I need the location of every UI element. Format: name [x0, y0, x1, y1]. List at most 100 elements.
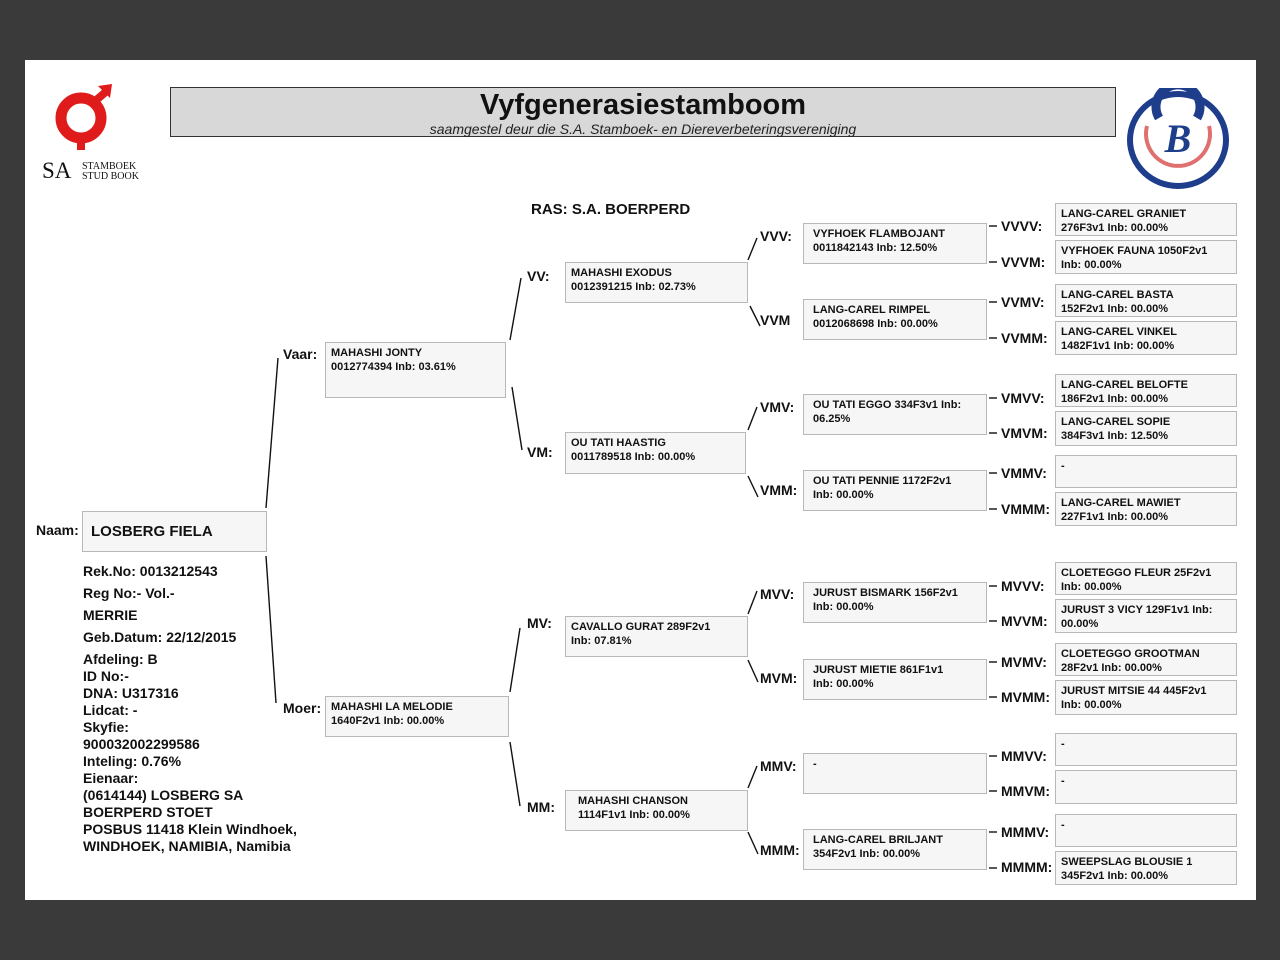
ancestor-box-vmvv: LANG-CAREL BELOFTE 186F2v1 Inb: 00.00%: [1055, 374, 1237, 407]
sex: MERRIE: [83, 607, 138, 623]
ancestor-box-vm: OU TATI HAASTIG 0011789518 Inb: 00.00%: [565, 432, 746, 474]
ancestor-name: LANG-CAREL BASTA: [1061, 289, 1174, 301]
ancestor-box-vmmm: LANG-CAREL MAWIET 227F1v1 Inb: 00.00%: [1055, 492, 1237, 526]
ancestor-box-vmv: OU TATI EGGO 334F3v1 Inb: 06.25%: [803, 394, 987, 435]
ancestor-id: 354F2v1 Inb: 00.00%: [813, 848, 921, 860]
ancestor-name: CLOETEGGO GROOTMAN: [1061, 648, 1200, 660]
ancestor-name: -: [1061, 460, 1065, 472]
document-title: Vyfgenerasiestamboom: [479, 89, 807, 121]
ancestor-label-vmmm: VMMM:: [1001, 501, 1050, 517]
ancestor-name: OU TATI EGGO 334F3v1 Inb:: [813, 399, 962, 411]
ancestor-box-mvvm: JURUST 3 VICY 129F1v1 Inb: 00.00%: [1055, 599, 1237, 633]
breed-label: RAS: S.A. BOERPERD: [531, 201, 691, 218]
ancestor-box-mv: CAVALLO GURAT 289F2v1 Inb: 07.81%: [565, 616, 748, 657]
reg-number: Rek.No: 0013212543: [83, 563, 218, 579]
reg-volume: Reg No:- Vol.-: [83, 585, 175, 601]
ancestor-name: -: [813, 758, 817, 770]
id-number: ID No:-: [83, 668, 129, 684]
ancestor-name: LANG-CAREL SOPIE: [1061, 416, 1171, 428]
ancestor-box-mm: MAHASHI CHANSON 1114F1v1 Inb: 00.00%: [565, 790, 748, 831]
ancestor-label-v: Vaar:: [283, 346, 318, 362]
subject-details: Rek.No: 0013212543 Reg No:- Vol.- MERRIE…: [83, 563, 343, 855]
ancestor-label-mvm: MVM:: [760, 670, 798, 686]
ancestor-name: VYFHOEK FAUNA 1050F2v1: [1061, 245, 1208, 257]
ancestor-name: -: [1061, 738, 1065, 750]
owner-line-3: POSBUS 11418 Klein Windhoek,: [83, 821, 297, 837]
ancestor-name: -: [1061, 775, 1065, 787]
ancestor-id: 152F2v1 Inb: 00.00%: [1061, 303, 1169, 315]
inbreeding: Inteling: 0.76%: [83, 753, 182, 769]
ancestor-id: Inb: 07.81%: [571, 635, 632, 647]
ancestor-name: JURUST BISMARK 156F2v1: [813, 587, 958, 599]
ancestor-label-vvmm: VVMM:: [1001, 330, 1048, 346]
ancestor-label-mm: MM:: [527, 799, 555, 815]
ancestor-name: OU TATI HAASTIG: [571, 437, 666, 449]
subject-name-box: LOSBERG FIELA: [82, 511, 267, 552]
lidcat: Lidcat: -: [83, 702, 138, 718]
ancestor-label-mvmv: MVMV:: [1001, 654, 1047, 670]
ancestor-box-mmm: LANG-CAREL BRILJANT 354F2v1 Inb: 00.00%: [803, 829, 987, 870]
ancestor-id: 1482F1v1 Inb: 00.00%: [1061, 340, 1175, 352]
pedigree-certificate: [25, 60, 1256, 900]
section: Afdeling: B: [83, 651, 158, 667]
ancestor-box-mmvv: -: [1055, 733, 1237, 766]
ancestor-id: Inb: 00.00%: [1061, 581, 1122, 593]
ancestor-box-mmmv: -: [1055, 814, 1237, 847]
ancestor-id: Inb: 00.00%: [813, 489, 874, 501]
dna: DNA: U317316: [83, 685, 179, 701]
ancestor-box-m: MAHASHI LA MELODIE 1640F2v1 Inb: 00.00%: [325, 696, 509, 737]
ancestor-box-vvvv: LANG-CAREL GRANIET 276F3v1 Inb: 00.00%: [1055, 203, 1237, 236]
ancestor-label-mmvm: MMVM:: [1001, 783, 1050, 799]
ancestor-label-vvm: VVM: [760, 312, 791, 328]
ancestor-id: 0011842143 Inb: 12.50%: [813, 242, 938, 254]
ancestor-box-vvm: LANG-CAREL RIMPEL 0012068698 Inb: 00.00%: [803, 299, 987, 340]
ancestor-id: 0012068698 Inb: 00.00%: [813, 318, 938, 330]
ancestor-label-vmmv: VMMV:: [1001, 465, 1047, 481]
birth-date: Geb.Datum: 22/12/2015: [83, 629, 237, 645]
ancestor-box-mvm: JURUST MIETIE 861F1v1 Inb: 00.00%: [803, 659, 987, 700]
chip-number: 900032002299586: [83, 736, 200, 752]
ancestor-label-vmv: VMV:: [760, 399, 795, 415]
ancestor-id: 0012774394 Inb: 03.61%: [331, 361, 456, 373]
ancestor-label-vm: VM:: [527, 444, 553, 460]
ancestor-box-vmmv: -: [1055, 455, 1237, 488]
ancestor-label-vv: VV:: [527, 268, 550, 284]
ancestor-name: VYFHOEK FLAMBOJANT: [813, 228, 945, 240]
ancestor-label-m: Moer:: [283, 700, 322, 716]
ancestor-id: 227F1v1 Inb: 00.00%: [1061, 511, 1169, 523]
ancestor-name: LANG-CAREL BRILJANT: [813, 834, 943, 846]
ancestor-box-mmmm: SWEEPSLAG BLOUSIE 1 345F2v1 Inb: 00.00%: [1055, 851, 1237, 885]
ancestor-label-mvmm: MVMM:: [1001, 689, 1050, 705]
owner-line-4: WINDHOEK, NAMIBIA, Namibia: [83, 838, 291, 854]
ancestor-label-vvvm: VVVM:: [1001, 254, 1046, 270]
ancestor-box-vvmv: LANG-CAREL BASTA 152F2v1 Inb: 00.00%: [1055, 284, 1237, 317]
ancestor-label-vmvv: VMVV:: [1001, 390, 1045, 406]
ancestor-id: 0011789518 Inb: 00.00%: [571, 451, 696, 463]
ancestor-name: LANG-CAREL GRANIET: [1061, 208, 1187, 220]
ancestor-box-mmvm: -: [1055, 770, 1237, 804]
ancestor-name: MAHASHI LA MELODIE: [331, 701, 453, 713]
ancestor-box-vv: MAHASHI EXODUS 0012391215 Inb: 02.73%: [565, 262, 748, 303]
ancestor-box-mvv: JURUST BISMARK 156F2v1 Inb: 00.00%: [803, 582, 987, 623]
ancestor-box-vmvm: LANG-CAREL SOPIE 384F3v1 Inb: 12.50%: [1055, 411, 1237, 446]
ancestor-name: LANG-CAREL RIMPEL: [813, 304, 931, 316]
ancestor-id: Inb: 00.00%: [813, 678, 874, 690]
ancestor-label-mmm: MMM:: [760, 842, 800, 858]
ancestor-name: OU TATI PENNIE 1172F2v1: [813, 475, 952, 487]
ancestor-id: 276F3v1 Inb: 00.00%: [1061, 222, 1169, 234]
ancestor-label-mvvv: MVVV:: [1001, 578, 1045, 594]
ancestor-name: JURUST MIETIE 861F1v1: [813, 664, 944, 676]
ancestor-label-vvvv: VVVV:: [1001, 218, 1043, 234]
ancestor-box-vvvm: VYFHOEK FAUNA 1050F2v1 Inb: 00.00%: [1055, 240, 1237, 274]
ancestor-name: CLOETEGGO FLEUR 25F2v1: [1061, 567, 1212, 579]
ancestor-box-mvmm: JURUST MITSIE 44 445F2v1 Inb: 00.00%: [1055, 680, 1237, 715]
ancestor-id: Inb: 00.00%: [1061, 699, 1122, 711]
ancestor-id: 186F2v1 Inb: 00.00%: [1061, 393, 1169, 405]
sa-studbook-logo-icon: [55, 84, 112, 150]
ancestor-box-v: MAHASHI JONTY 0012774394 Inb: 03.61%: [325, 342, 506, 398]
ancestor-label-vmvm: VMVM:: [1001, 425, 1048, 441]
ancestor-name: JURUST MITSIE 44 445F2v1: [1061, 685, 1207, 697]
subject-name: LOSBERG FIELA: [91, 523, 213, 540]
ancestor-id: 1114F1v1 Inb: 00.00%: [578, 809, 690, 821]
